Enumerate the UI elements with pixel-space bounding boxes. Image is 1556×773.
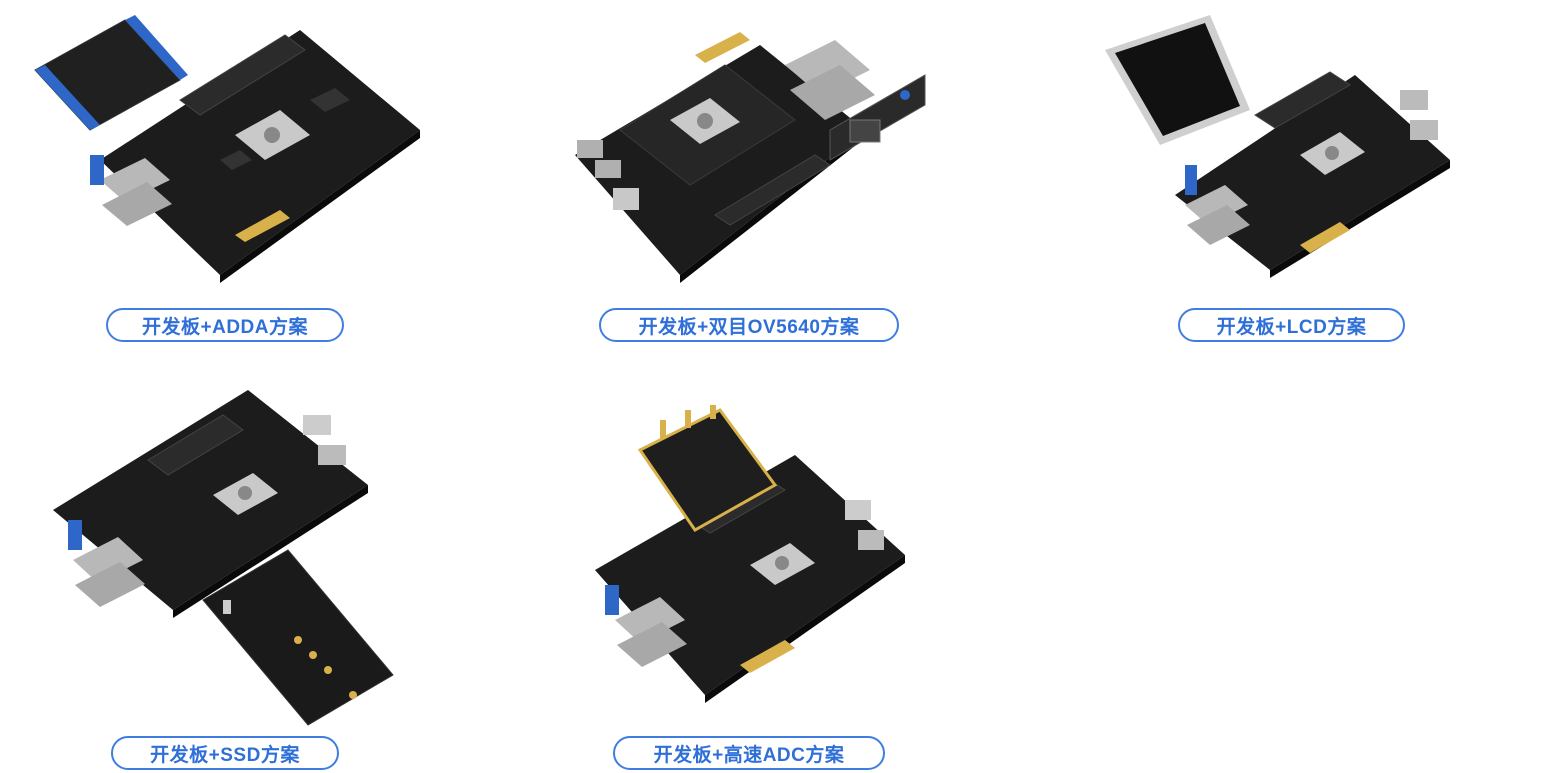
solution-label-high-speed-adc[interactable]: 开发板+高速ADC方案 — [613, 736, 885, 770]
board-image-ov5640 — [575, 32, 926, 283]
solution-label-lcd[interactable]: 开发板+LCD方案 — [1178, 308, 1405, 342]
board-image-lcd — [1105, 15, 1450, 278]
board-image-adda — [34, 15, 420, 283]
solution-label-ssd[interactable]: 开发板+SSD方案 — [111, 736, 339, 770]
solution-label-adda[interactable]: 开发板+ADDA方案 — [106, 308, 344, 342]
board-image-high-speed-adc — [595, 405, 905, 703]
solution-label-ov5640[interactable]: 开发板+双目OV5640方案 — [599, 308, 899, 342]
board-image-ssd — [53, 390, 394, 726]
